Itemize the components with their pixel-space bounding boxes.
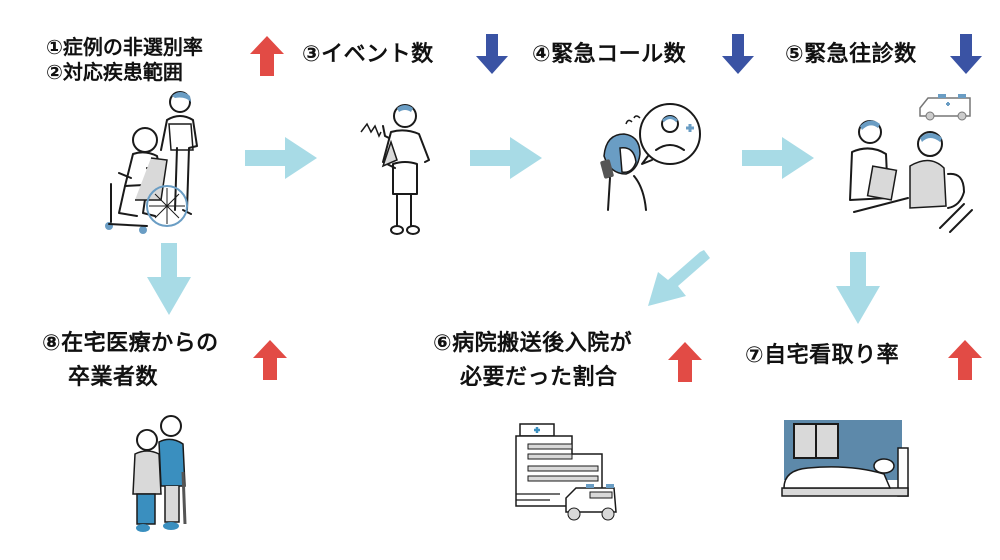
node-label-emergency-visit-count: ⑤緊急往診数 [785,42,917,67]
trend-up-arrow-icon [253,340,287,380]
elderly-couple-illustration-icon [132,415,187,532]
node-label-home-death-rate: ⑦自宅看取り率 [745,343,900,368]
flow-arrow-down-icon [836,252,880,324]
trend-down-arrow-icon [950,34,982,74]
node-label-admission-rate-line2: 必要だった割合 [460,365,618,390]
node-label-admission-rate-line1: ⑥病院搬送後入院が [433,331,633,356]
node-label-event-count: ③イベント数 [302,42,434,67]
trend-up-arrow-icon [250,36,284,76]
injured-man-illustration-icon [360,104,430,235]
flow-arrow-right-icon [742,137,814,179]
node-label-emergency-call-count: ④緊急コール数 [532,42,687,67]
flow-arrow-right-icon [245,137,317,179]
wheelchair-patient-illustration-icon [105,91,198,234]
node-label-case-unselection-rate: ①症例の非選別率 [46,35,203,59]
trend-up-arrow-icon [948,340,982,380]
flow-arrow-right-icon [470,137,542,179]
node-label-graduation-line1: ⑧在宅医療からの [42,331,219,356]
phone-call-doctor-illustration-icon [600,103,701,211]
flow-arrow-down-left-icon [648,250,710,306]
trend-up-arrow-icon [668,342,702,382]
trend-down-arrow-icon [722,34,754,74]
node-label-disease-range: ②対応疾患範囲 [46,60,183,84]
hospital-ambulance-illustration-icon [515,423,617,521]
flow-arrow-down-icon [147,243,191,315]
doctor-home-visit-illustration-icon [849,94,973,233]
node-label-graduation-line2: 卒業者数 [68,365,159,390]
patient-in-bed-illustration-icon [781,420,909,497]
trend-down-arrow-icon [476,34,508,74]
